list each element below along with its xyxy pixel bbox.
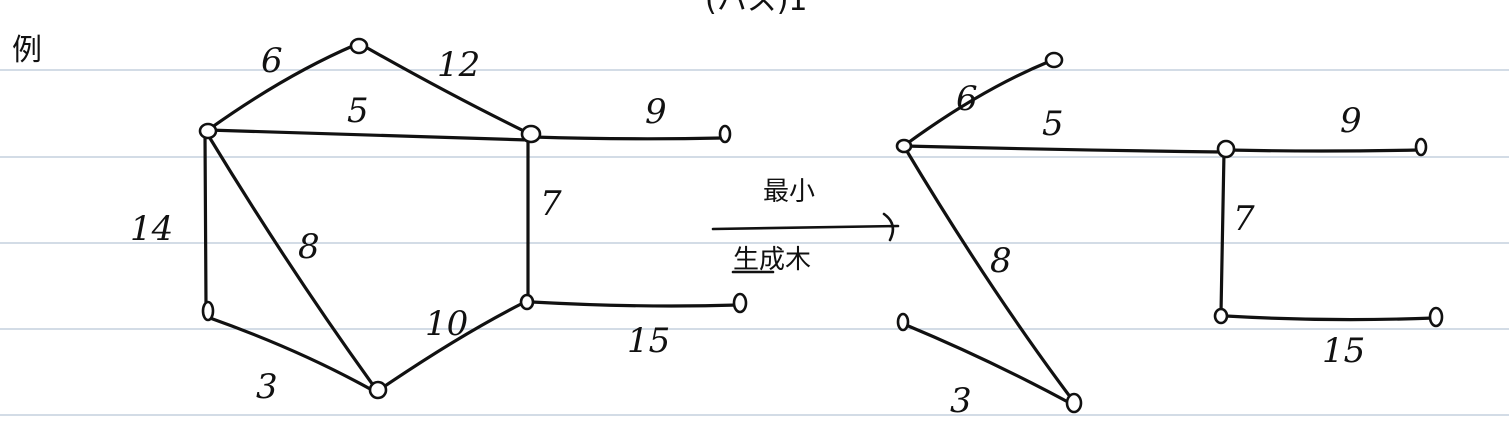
tree-vertex-f <box>1065 392 1083 414</box>
edge-c-d <box>531 135 724 141</box>
vertex-d <box>718 124 732 144</box>
tree-weight-label-e-f: 3 <box>950 381 972 421</box>
vertex-h <box>732 292 748 314</box>
vertex-a <box>198 122 218 140</box>
tree-weight-label-c-g: 7 <box>1233 199 1255 239</box>
weight-label-b-c: 12 <box>437 45 480 85</box>
tree-weight-label-g-h: 15 <box>1322 331 1365 371</box>
tree-edge-a-b <box>903 60 1050 147</box>
weight-label-a-f: 8 <box>298 227 320 267</box>
vertex-g <box>519 293 535 311</box>
edge-a-c <box>206 128 530 142</box>
weight-label-c-d: 9 <box>645 92 667 132</box>
example-label: 例 <box>12 33 42 68</box>
edge-a-b <box>206 43 357 132</box>
arrow-shaft <box>711 224 900 231</box>
edge-b-c <box>360 43 530 135</box>
arrow-label-bottom: 生成木 <box>733 245 811 275</box>
vertex-b <box>349 37 369 55</box>
arrow-label-top: 最小 <box>763 177 815 207</box>
tree-edge-c-g <box>1219 150 1226 315</box>
tree-vertex-d <box>1414 137 1428 157</box>
tree-edge-g-h <box>1224 314 1436 322</box>
tree-weight-label-a-c: 5 <box>1042 104 1064 144</box>
edge-a-f <box>206 133 375 387</box>
tree-vertex-h <box>1428 306 1444 328</box>
minimum-spanning-tree: 6 5 9 8 7 3 15 <box>895 51 1444 421</box>
tree-vertex-b <box>1044 51 1064 69</box>
mst-arrow: 最小 生成木 <box>711 177 900 275</box>
edge-e-f <box>208 316 374 392</box>
tree-vertex-e <box>896 312 910 332</box>
vertex-e <box>201 300 215 322</box>
edge-f-g <box>380 301 525 390</box>
weight-label-f-g: 10 <box>425 304 468 344</box>
tree-edge-a-f <box>903 146 1073 400</box>
ruled-lines <box>0 69 1509 416</box>
vertex-c <box>520 124 542 144</box>
tree-weight-label-a-b: 6 <box>956 79 978 119</box>
weight-label-c-g: 7 <box>540 184 562 224</box>
weight-label-a-b: 6 <box>261 41 283 81</box>
edge-g-h <box>530 300 740 308</box>
tree-edge-a-c <box>903 144 1224 154</box>
vertex-f <box>368 380 388 400</box>
original-graph: 6 12 5 9 14 8 7 3 10 15 <box>130 37 748 407</box>
tree-vertex-g <box>1213 307 1229 325</box>
arrow-head-icon <box>882 212 895 242</box>
weight-label-a-c: 5 <box>347 91 369 131</box>
tree-edge-e-f <box>904 323 1070 404</box>
tree-weight-label-a-f: 8 <box>990 241 1012 281</box>
tree-edge-c-d <box>1226 148 1420 153</box>
tree-vertex-a <box>895 138 913 154</box>
weight-label-a-e: 14 <box>130 209 173 249</box>
weight-label-g-h: 15 <box>627 321 670 361</box>
top-fragment-text: (ハス)1 <box>705 0 808 18</box>
tree-weight-label-c-d: 9 <box>1340 101 1362 141</box>
edge-a-e <box>203 133 208 307</box>
tree-vertex-c <box>1216 139 1236 159</box>
weight-label-e-f: 3 <box>256 367 278 407</box>
